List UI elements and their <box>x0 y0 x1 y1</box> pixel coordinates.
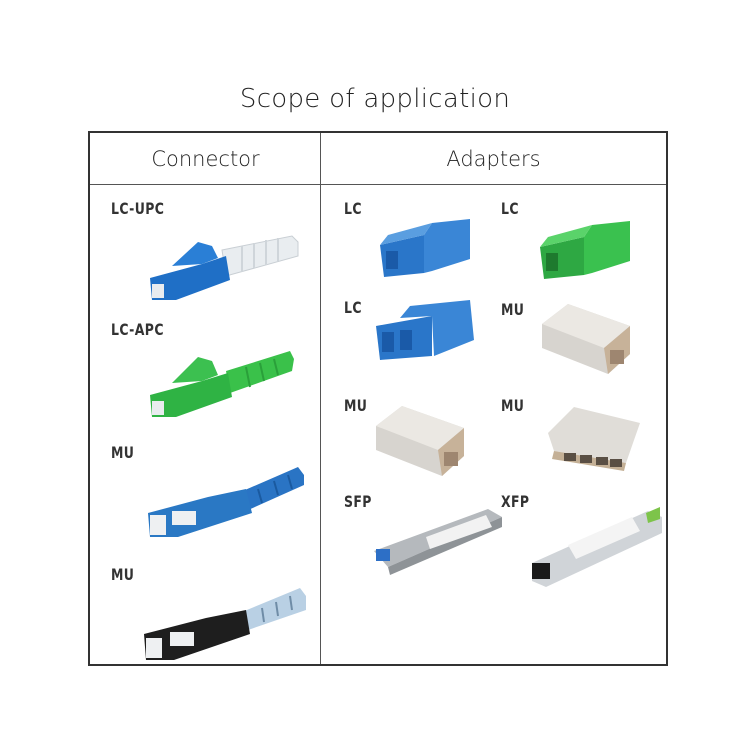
adapters-column-header: Adapters <box>321 133 666 185</box>
mu-metal-adapter-icon <box>538 298 638 378</box>
page-title: Scope of application <box>239 84 511 114</box>
mu-black-connector-icon <box>134 578 309 668</box>
lc-green-simplex-adapter-icon <box>534 217 634 287</box>
lc-apc-connector-icon <box>142 341 302 421</box>
mu-quad-adapter-icon <box>544 403 644 473</box>
xfp-module-icon <box>528 501 668 591</box>
sfp-module-icon <box>368 503 508 578</box>
adapter-label: LC <box>501 199 519 218</box>
adapter-label: MU <box>501 396 525 415</box>
connector-label: LC-APC <box>111 320 164 339</box>
mu-blue-connector-icon <box>138 463 308 543</box>
application-table: Connector Adapters LC-UPC LC-APC MU <box>88 131 668 666</box>
connector-label: LC-UPC <box>111 199 165 218</box>
adapter-label: LC <box>344 298 362 317</box>
adapter-label: MU <box>501 300 525 319</box>
adapter-label: SFP <box>344 492 372 511</box>
connector-column-header: Connector <box>90 133 321 185</box>
adapter-label: XFP <box>501 492 530 511</box>
adapter-label: LC <box>344 199 362 218</box>
connector-label: MU <box>111 443 135 462</box>
lc-upc-connector-icon <box>142 228 302 308</box>
mu-metal-adapter-icon <box>372 400 472 480</box>
adapter-label: MU <box>344 396 368 415</box>
lc-blue-simplex-adapter-icon <box>374 215 474 285</box>
connector-label: MU <box>111 565 135 584</box>
lc-blue-duplex-adapter-icon <box>370 296 480 366</box>
column-divider <box>320 133 321 664</box>
